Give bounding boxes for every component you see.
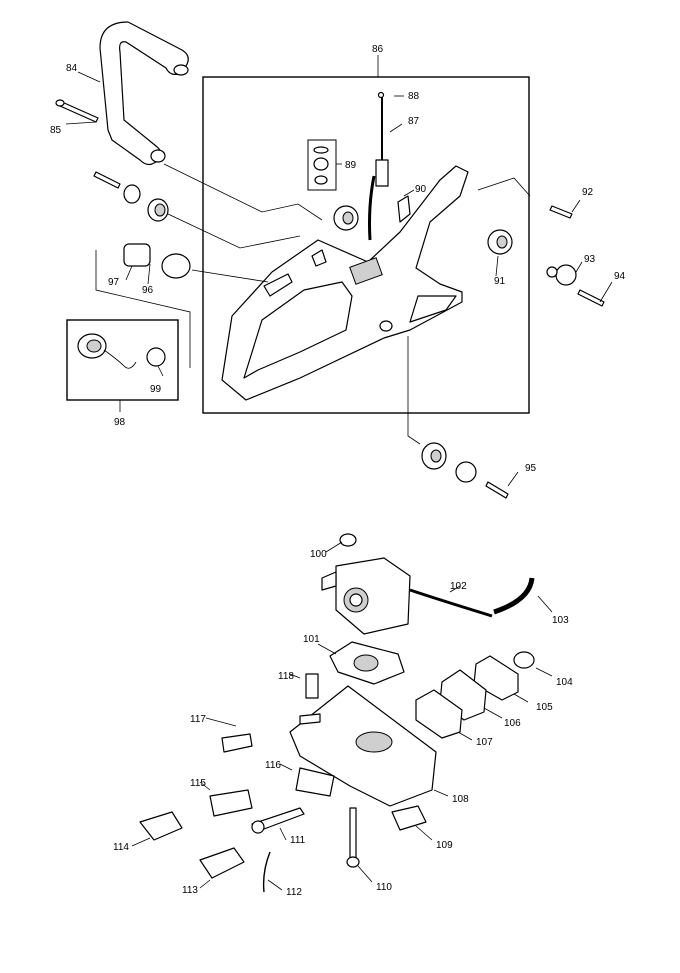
callout-106: 106 — [504, 718, 521, 729]
mount-screw-part — [93, 171, 169, 222]
callout-labels: 84 85 86 87 88 89 90 91 92 93 94 95 96 9… — [50, 44, 626, 898]
impulse-line-part — [493, 577, 535, 615]
filter-parts — [123, 243, 191, 279]
carburetor-adapter-part — [289, 685, 437, 807]
callout-84: 84 — [66, 63, 78, 74]
callout-96: 96 — [142, 285, 154, 296]
callout-118: 118 — [278, 671, 294, 682]
callout-100: 100 — [310, 549, 327, 560]
rear-handle-group-box — [202, 76, 530, 414]
small-parts-bottom — [139, 673, 427, 893]
callout-87: 87 — [408, 116, 420, 127]
callout-114: 114 — [113, 842, 129, 853]
callout-108: 108 — [452, 794, 469, 805]
callout-116: 116 — [265, 760, 281, 771]
callout-95: 95 — [525, 463, 537, 474]
callout-85: 85 — [50, 125, 62, 136]
cap-group-box — [66, 319, 179, 401]
lower-damper-part — [421, 442, 509, 499]
callout-107: 107 — [476, 737, 493, 748]
handle-screw-part — [55, 99, 99, 123]
callout-99: 99 — [150, 384, 162, 395]
callout-115: 115 — [190, 778, 206, 789]
front-handle-part — [99, 21, 189, 166]
right-fasteners — [546, 205, 605, 307]
callout-102: 102 — [450, 581, 467, 592]
leader-lines-bottom — [131, 541, 553, 891]
throttle-rod-part — [368, 91, 389, 241]
callout-98: 98 — [114, 417, 126, 428]
callout-90: 90 — [415, 184, 427, 195]
fuel-cap-part — [77, 333, 166, 369]
callout-89: 89 — [345, 160, 357, 171]
damper-part — [333, 205, 513, 255]
callout-117: 117 — [190, 714, 206, 725]
callout-86: 86 — [372, 44, 384, 55]
callout-109: 109 — [436, 840, 453, 851]
callout-97: 97 — [108, 277, 120, 288]
callout-105: 105 — [536, 702, 553, 713]
callout-93: 93 — [584, 254, 596, 265]
callout-88: 88 — [408, 91, 420, 102]
callout-112: 112 — [286, 887, 302, 898]
callout-110: 110 — [376, 882, 392, 893]
callout-103: 103 — [552, 615, 569, 626]
grommet-inset — [307, 139, 337, 191]
rear-handle-part — [221, 165, 469, 401]
clip-part — [397, 195, 411, 223]
callout-111: 111 — [290, 835, 306, 846]
leader-lines-top — [65, 71, 613, 487]
callout-113: 113 — [182, 885, 198, 896]
callout-94: 94 — [614, 271, 626, 282]
fuel-line-part — [409, 588, 493, 618]
callout-104: 104 — [556, 677, 573, 688]
callout-91: 91 — [494, 276, 506, 287]
carburetor-part — [321, 533, 411, 635]
callout-101: 101 — [303, 634, 320, 645]
gaskets — [329, 641, 535, 739]
callout-92: 92 — [582, 187, 594, 198]
